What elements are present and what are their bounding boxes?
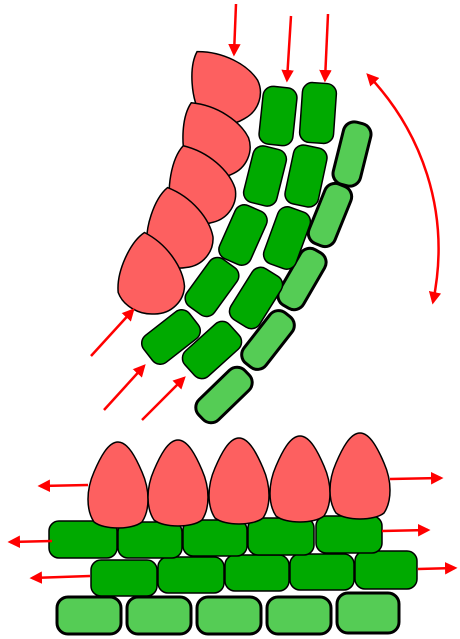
- dark-green-cell: [299, 82, 337, 144]
- down-arrow: [325, 14, 328, 80]
- left-arrow: [32, 576, 90, 578]
- down-arrow: [234, 4, 236, 54]
- dark-green-cell: [183, 520, 247, 556]
- red-cell: [88, 442, 148, 528]
- diagonal-arrow: [142, 378, 184, 420]
- diagonal-arrow: [104, 366, 144, 410]
- red-cell: [209, 438, 269, 524]
- right-arrow: [418, 568, 455, 569]
- dark-green-cell: [355, 551, 417, 589]
- dark-green-cell: [316, 516, 382, 553]
- light-green-cell: [337, 593, 399, 633]
- red-cell: [270, 436, 330, 522]
- right-arrow: [382, 530, 428, 531]
- light-green-cell: [57, 597, 121, 634]
- dark-green-cell: [158, 557, 224, 593]
- dark-green-cell: [91, 560, 157, 596]
- light-green-cell: [127, 597, 191, 634]
- flat-tissue: [10, 433, 455, 634]
- dark-green-cell: [258, 85, 298, 146]
- dark-green-cell: [225, 555, 289, 591]
- left-arrow: [40, 485, 88, 486]
- red-cell: [330, 433, 390, 519]
- light-green-cell: [267, 597, 331, 634]
- red-cell: [148, 440, 208, 526]
- down-arrow: [287, 16, 291, 80]
- light-green-cell: [331, 120, 374, 189]
- curved-tissue: [91, 4, 439, 427]
- light-green-cell: [197, 597, 261, 634]
- bending-arrow: [368, 75, 439, 302]
- dark-green-cell: [290, 554, 354, 590]
- red-apical-row: [102, 50, 265, 328]
- diagonal-arrow: [91, 310, 133, 356]
- dark-green-cell: [248, 518, 314, 555]
- light-green-layer-flat: [57, 593, 399, 634]
- right-arrow: [390, 478, 441, 479]
- left-arrow: [10, 541, 52, 542]
- red-apical-row-flat: [88, 433, 390, 528]
